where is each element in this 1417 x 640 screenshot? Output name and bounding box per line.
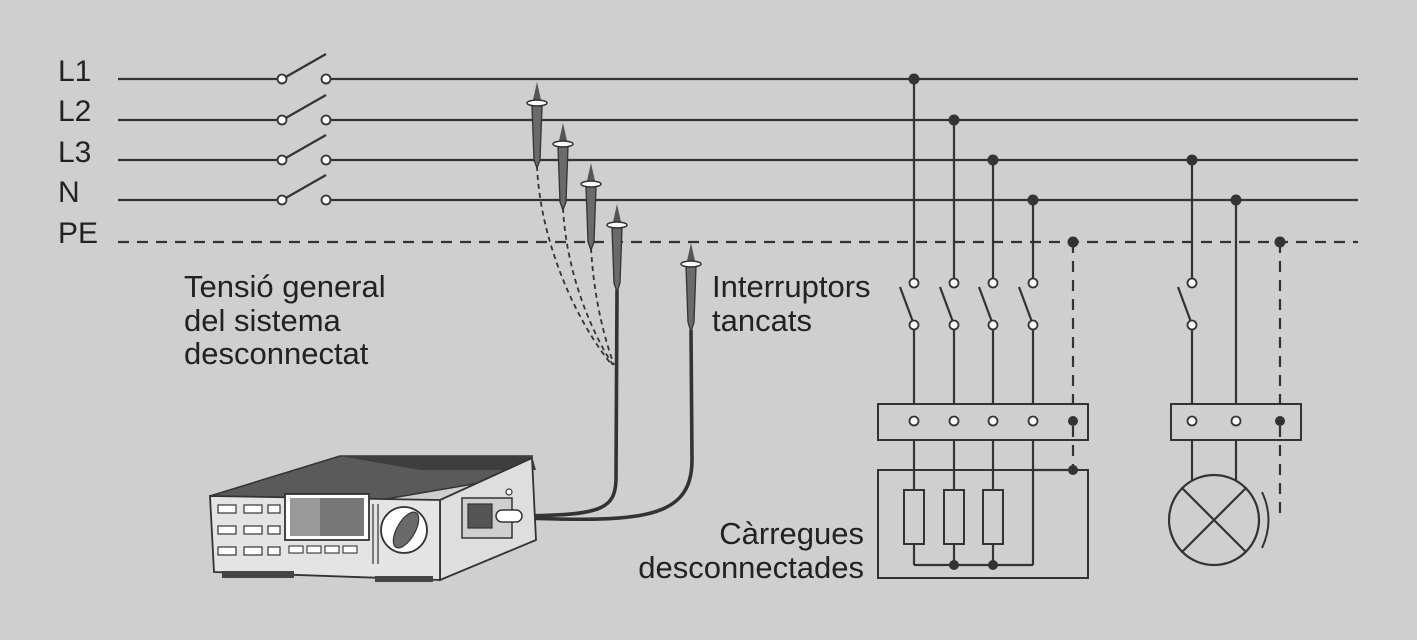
resistor-2 xyxy=(943,489,965,545)
probe-leads xyxy=(519,165,694,522)
terminal-block-lamp xyxy=(1170,403,1302,441)
note-loads-off-line-2: desconnectades xyxy=(638,550,864,585)
probe-1 xyxy=(526,82,548,170)
main-switch-l1 xyxy=(276,53,332,85)
probe-3 xyxy=(580,163,602,252)
distribution-branches xyxy=(912,79,1282,404)
note-system-off: Tensió general del sistema desconnectat xyxy=(184,269,386,371)
bus-label-l3: L3 xyxy=(58,136,91,169)
note-switches-closed: Interruptors tancats xyxy=(712,269,871,338)
terminal-block-main xyxy=(877,403,1089,441)
branch-switch-4 xyxy=(1017,277,1039,331)
branch-switch-3 xyxy=(977,277,999,331)
note-loads-off-line-1: Càrregues xyxy=(719,516,864,551)
bus-label-l1: L1 xyxy=(58,55,91,88)
note-system-off-line-3: desconnectat xyxy=(184,336,369,371)
load-box xyxy=(877,426,1089,579)
junction-nodes xyxy=(908,73,1286,248)
lamp-symbol xyxy=(1167,426,1282,567)
main-switch-l2 xyxy=(276,94,332,126)
main-switch-group xyxy=(276,53,332,206)
main-switch-n xyxy=(276,174,332,206)
note-switches-closed-line-1: Interruptors xyxy=(712,269,871,304)
probe-2 xyxy=(552,123,574,212)
bus-label-l2: L2 xyxy=(58,95,91,128)
probe-4 xyxy=(606,204,628,295)
branch-switch-2 xyxy=(938,277,960,331)
note-switches-closed-line-2: tancats xyxy=(712,303,812,338)
branch-switch-5 xyxy=(1176,277,1198,331)
note-system-off-line-1: Tensió general xyxy=(184,269,386,304)
bus-label-pe: PE xyxy=(58,217,98,250)
main-switch-l3 xyxy=(276,134,332,166)
tester-instrument xyxy=(209,455,537,582)
note-loads-off: Càrregues desconnectades xyxy=(638,516,864,585)
probe-pe xyxy=(680,243,702,335)
note-system-off-line-2: del sistema xyxy=(184,303,342,338)
branch-switches xyxy=(898,277,1198,331)
resistor-1 xyxy=(903,489,925,545)
branch-switch-1 xyxy=(898,277,920,331)
resistor-3 xyxy=(982,489,1004,545)
bus-lines xyxy=(118,77,1358,244)
bus-label-n: N xyxy=(58,176,80,209)
